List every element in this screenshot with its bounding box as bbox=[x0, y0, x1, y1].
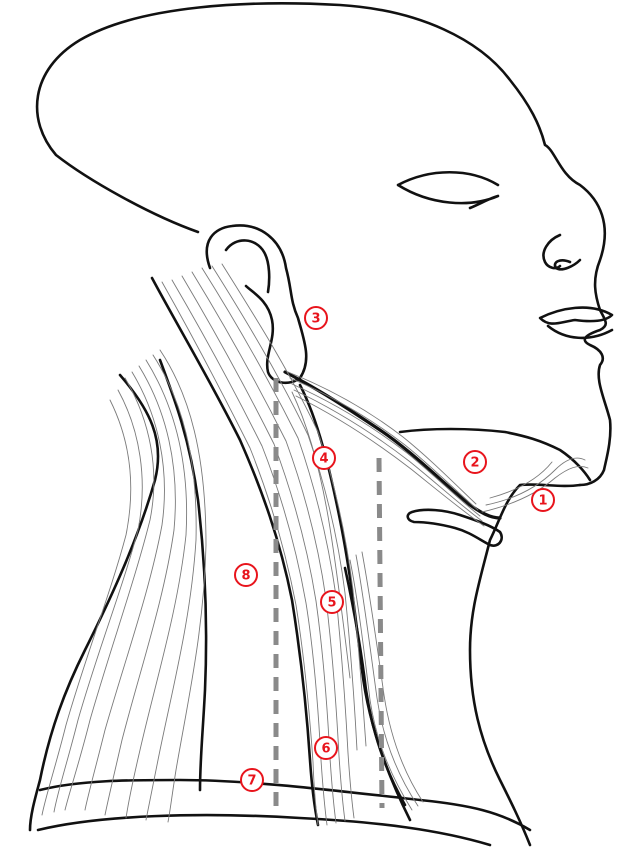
marker-6: 6 bbox=[315, 737, 337, 759]
marker-8: 8 bbox=[235, 564, 257, 586]
marker-4: 4 bbox=[313, 447, 335, 469]
marker-5: 5 bbox=[321, 591, 343, 613]
chin-outline bbox=[470, 485, 580, 845]
ear-inner-outline bbox=[226, 240, 269, 292]
shoulder-outline bbox=[40, 780, 530, 830]
eye-outline bbox=[398, 172, 498, 208]
nose-outline bbox=[543, 235, 560, 268]
marker-3: 3 bbox=[305, 307, 327, 329]
marker-3-label: 3 bbox=[311, 312, 320, 327]
head-outline bbox=[37, 3, 610, 485]
marker-6-label: 6 bbox=[321, 742, 330, 757]
marker-7: 7 bbox=[241, 769, 263, 791]
marker-8-label: 8 bbox=[241, 569, 250, 584]
marker-7-label: 7 bbox=[247, 774, 256, 789]
marker-2: 2 bbox=[464, 451, 486, 473]
marker-1: 1 bbox=[532, 489, 554, 511]
marker-2-label: 2 bbox=[470, 456, 479, 471]
shoulder-lower-outline bbox=[38, 815, 490, 845]
scm-back-border bbox=[152, 278, 318, 825]
marker-1-label: 1 bbox=[538, 494, 547, 509]
marker-4-label: 4 bbox=[319, 452, 328, 467]
submandibular-outline bbox=[400, 429, 590, 480]
neck-back-outline bbox=[30, 375, 158, 830]
nostril-outline bbox=[555, 260, 580, 269]
marker-5-label: 5 bbox=[327, 596, 336, 611]
